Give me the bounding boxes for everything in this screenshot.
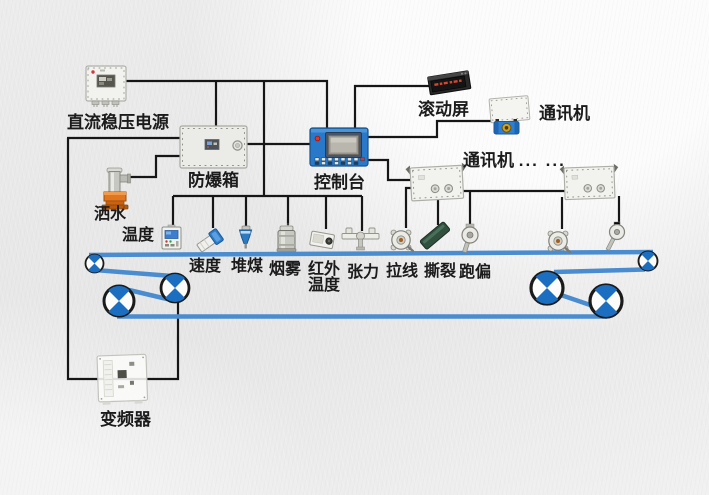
wire-console-to-comm1 <box>368 119 495 139</box>
belt-deviation-sensor <box>461 223 479 254</box>
label-sensor-temperature: 温度 <box>122 227 155 244</box>
belt-left-return <box>94 267 173 279</box>
label-water-spray: 洒水 <box>94 206 127 223</box>
pulley-bend-right <box>529 270 565 306</box>
label-sensor-coal-pile: 堆煤 <box>231 258 264 275</box>
belt-right-return <box>553 267 646 275</box>
power-supply-device <box>85 65 127 107</box>
water-spray-valve <box>101 167 131 210</box>
wire-repeater1-to-pullwire <box>404 186 411 228</box>
label-comm-machine-row-text: 通讯机 <box>463 151 514 170</box>
comm-machine-1-modem <box>493 119 520 135</box>
belt-deviation-sensor-2 <box>605 221 626 252</box>
label-sensor-infrared-temperature: 红外温度 <box>308 261 341 294</box>
pulley-takeup-left <box>102 284 136 318</box>
speed-sensor <box>196 228 224 253</box>
comm-repeater-2 <box>559 163 620 201</box>
conveyor-belt <box>88 249 654 319</box>
explosion-proof-box-device <box>179 125 248 169</box>
label-sensor-speed: 速度 <box>189 258 222 275</box>
pull-wire-sensor <box>389 228 415 253</box>
label-sensor-deviation: 跑偏 <box>459 264 492 281</box>
label-control-console: 控制台 <box>314 173 365 192</box>
control-console-device <box>309 127 369 167</box>
tear-sensor <box>419 221 451 250</box>
label-explosion-proof-box: 防爆箱 <box>188 171 239 190</box>
pull-wire-sensor-2 <box>546 229 572 254</box>
inverter-device <box>96 353 149 405</box>
pulley-head-left <box>84 253 105 274</box>
temperature-sensor <box>161 224 182 250</box>
pulley-head-right <box>637 250 659 272</box>
pulley-drive <box>159 272 191 304</box>
infrared-temperature-sensor <box>309 230 335 250</box>
smoke-sensor <box>276 223 297 252</box>
comm-machine-1-box <box>488 95 531 124</box>
label-comm-machine-ellipsis: ... ... <box>518 151 566 170</box>
label-power-supply: 直流稳压电源 <box>67 113 169 132</box>
wire-console-to-repeater1 <box>368 158 411 182</box>
label-rolling-screen: 滚动屏 <box>418 100 469 119</box>
belt-left-wrap <box>128 287 168 302</box>
label-sensor-smoke: 烟雾 <box>269 261 302 278</box>
coal-pile-sensor <box>238 225 253 249</box>
rolling-screen-device <box>427 70 472 96</box>
label-comm-machine-top: 通讯机 <box>539 104 590 123</box>
wire-console-to-rolling-screen <box>353 84 429 129</box>
wiring <box>66 69 621 381</box>
tension-sensor <box>341 227 380 251</box>
label-comm-machine-row: 通讯机 ... ... <box>463 152 566 169</box>
wire-box-to-spray <box>127 154 181 179</box>
wire-left-run-to-inverter-and-pulley <box>66 138 180 381</box>
label-sensor-tension: 张力 <box>347 264 380 281</box>
label-inverter: 变频器 <box>100 410 151 429</box>
belt-top-strand <box>88 249 654 258</box>
label-sensor-pull-wire: 拉线 <box>386 263 419 280</box>
comm-repeater-1 <box>404 161 469 202</box>
label-sensor-tear: 撕裂 <box>424 263 457 280</box>
pulley-tail-right <box>588 283 624 319</box>
